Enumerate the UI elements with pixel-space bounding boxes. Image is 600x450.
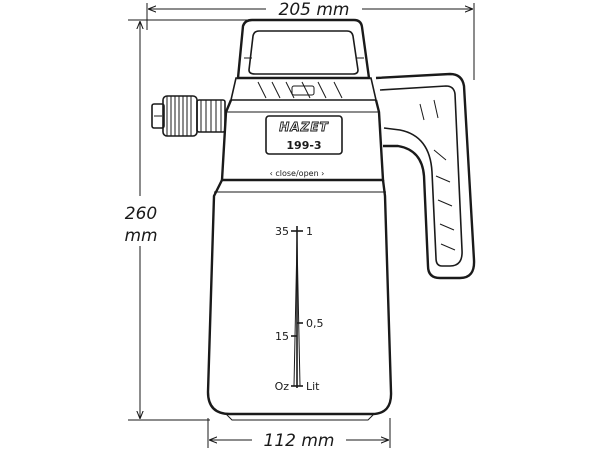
- grip-inner: [379, 85, 463, 267]
- tank-outline: [206, 179, 393, 416]
- pump-handle: [236, 18, 371, 80]
- scale-left-bottom: Oz: [275, 380, 290, 393]
- height-dimension: 260 mm: [124, 19, 250, 421]
- width-dimension: 205 mm: [146, 0, 475, 80]
- pump-collar: [229, 77, 378, 101]
- scale-left-top: 35: [275, 225, 289, 238]
- collar-lock: [291, 85, 315, 96]
- brand-label: HAZET: [279, 120, 328, 134]
- nozzle-cap-knurl: [166, 96, 192, 136]
- handle-outer: [236, 18, 371, 80]
- height-value-label: 260: [125, 204, 157, 224]
- fill-scale: 35 15 Oz 1 0,5 Lit: [275, 225, 324, 393]
- tank-foot: [225, 413, 375, 421]
- height-unit-label: mm: [124, 226, 157, 246]
- grip-outer: [375, 72, 476, 280]
- base-label: 112 mm: [264, 431, 335, 450]
- scale-right-top: 1: [306, 225, 313, 238]
- tank: [206, 179, 393, 421]
- nozzle-knurl: [200, 100, 222, 132]
- handle-grip-window: [248, 30, 359, 75]
- side-grip: [375, 72, 476, 280]
- nozzle-tip: [151, 103, 165, 129]
- model-label: 199-3: [286, 139, 321, 152]
- scale-taper: [293, 239, 301, 387]
- nozzle-cap: [162, 95, 198, 137]
- scale-right-bottom: Lit: [306, 380, 320, 393]
- scale-right-mid: 0,5: [306, 317, 324, 330]
- scale-left-mid: 15: [275, 330, 289, 343]
- grip-ribs: [419, 99, 456, 251]
- label-plate: [265, 115, 343, 155]
- pump-head: HAZET 199-3 ‹ close/open ›: [220, 99, 385, 182]
- collar-ring: [229, 77, 378, 101]
- nozzle: [151, 95, 226, 137]
- valve-label: ‹ close/open ›: [270, 169, 325, 178]
- collar-ribs: [257, 81, 343, 99]
- pump-head-outline: [220, 99, 385, 182]
- base-dimension: 112 mm: [207, 418, 391, 450]
- width-label: 205 mm: [279, 0, 350, 20]
